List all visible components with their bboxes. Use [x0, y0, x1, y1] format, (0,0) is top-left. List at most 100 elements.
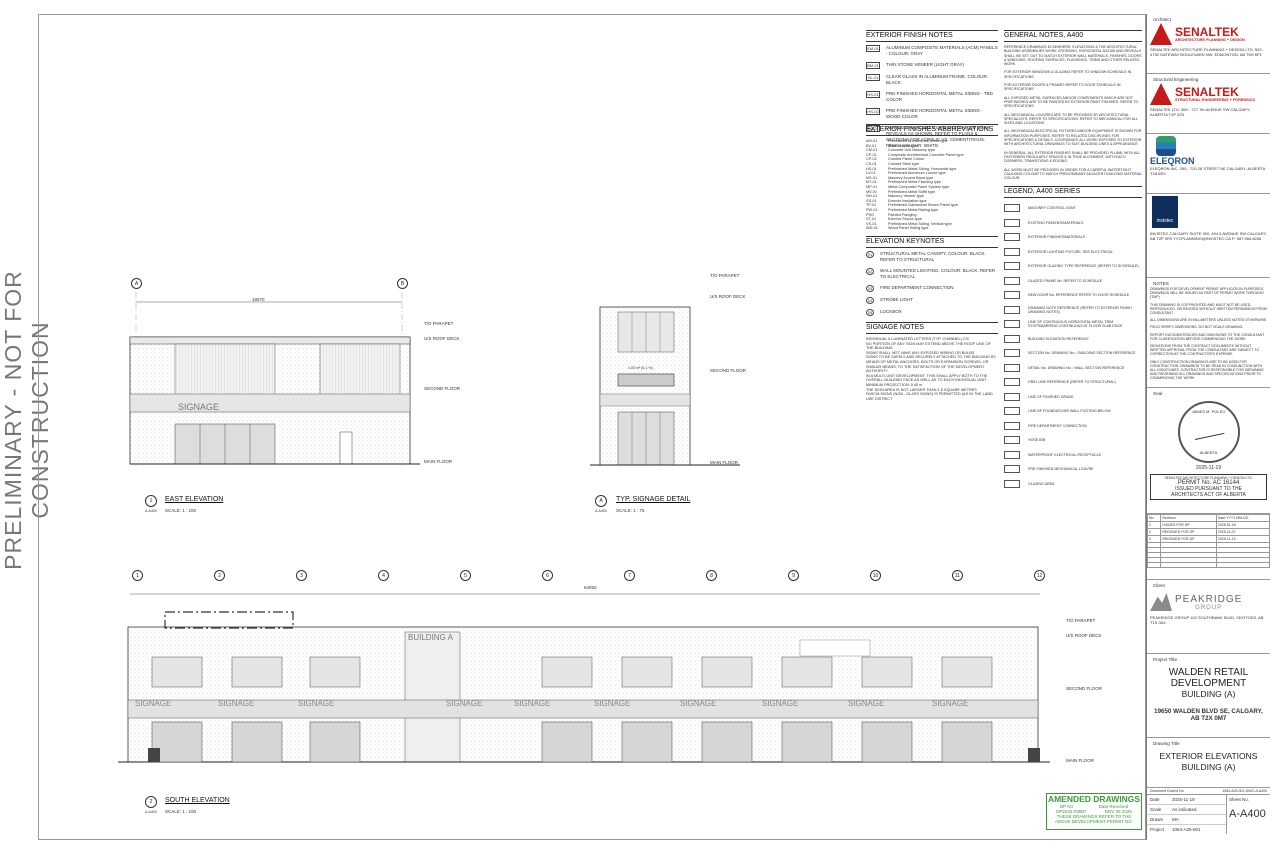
legend-row: FIRE DEPARTMENT CONNECTION: [1004, 419, 1142, 434]
finish-tag: EM-01: [866, 45, 880, 52]
south-storefront: [941, 721, 993, 763]
finish-tag: HS-02: [866, 108, 880, 115]
amended-drawings-stamp: AMENDED DRAWINGS DP No Date Received DP2…: [1046, 793, 1142, 830]
general-note: IN GENERAL, ALL EXTERIOR FINISHES SHALL …: [1004, 150, 1141, 164]
revision-cell: 3: [1146, 535, 1162, 543]
client-logo-sub: GROUP: [1195, 604, 1223, 611]
legend: LEGEND, A400 SERIES MASONRY CONTROL JOIN…: [1004, 186, 1142, 491]
general-notes-list: REFERENCE DRAWINGS ELSEWHERE: ELEVATIONS…: [1004, 45, 1142, 180]
tb-note: FIELD VERIFY DIMENSIONS. DO NOT SCALE DR…: [1150, 325, 1244, 330]
abbreviation-text: Masonry Veneer type: [888, 194, 924, 199]
tb-notes-list: DRAWINGS FOR DEVELOPMENT PERMIT APPLICAT…: [1150, 287, 1267, 381]
south-upper-window: [309, 656, 361, 688]
abbreviation-text: Prefinished Metal Siding, Vertical type: [888, 221, 952, 226]
abbreviation-text: Colored Steel type: [888, 161, 920, 166]
abbreviation-text: Masonry Accent Band type: [888, 175, 934, 180]
finish-note-row: HS-02 PRE-FINISHED HORIZONTAL METAL SIDIN…: [866, 108, 998, 120]
legend-row: BUILDING ELEVATION REFERENCE: [1004, 332, 1142, 347]
abbreviation-code: VS-01: [866, 221, 877, 226]
amended-title: AMENDED DRAWINGS: [1047, 794, 1141, 804]
abbreviation-code: MS-01: [866, 175, 878, 180]
abbreviation-text: Prefinished Aluminum Louvre type: [888, 171, 946, 176]
abbreviation-row: VS-01 Prefinished Metal Siding, Vertical …: [866, 222, 998, 227]
finish-note-text: CLEAR GLASS IN ALUMINUM FRAME, COLOUR: B…: [886, 74, 989, 85]
drawing-subtitle: BUILDING (A): [1181, 762, 1236, 772]
abbreviation-code: CS-01: [866, 161, 877, 166]
project-address: 19650 WALDEN BLVD SE, CALGARY, AB T2X 0M…: [1154, 708, 1263, 722]
doc-control-label: Document Control No.: [1150, 789, 1185, 793]
legend-text: GLAZED FRAME No. REFER TO SCHEDULE: [1028, 278, 1103, 283]
detail-level-second: SECOND FLOOR: [710, 368, 747, 373]
finish-note-text: PRE-FINISHED HORIZONTAL METAL SIDING - T…: [886, 91, 993, 102]
abbreviation-text: Composite Architectural Concrete Panel t…: [888, 152, 964, 157]
legend-text: SECTION No. DRAWING No. / BUILDING SECTI…: [1028, 351, 1136, 356]
finish-note-text: PRE-FINISHED HORIZONTAL METAL SIDING - W…: [886, 108, 983, 119]
legend-text: WATERPROOF ELECTRICAL RECEPTACLE: [1028, 452, 1102, 457]
revision-empty-cell: [1160, 562, 1217, 568]
legend-text: GLAZING AREA: [1028, 481, 1055, 486]
abbreviation-code: WD-01: [866, 226, 878, 231]
finish-note-text: ALUMINUM COMPOSITE MATERIALS (ACM) PANEL…: [886, 45, 998, 56]
tb-note: REPORT INCONSISTENCIES AND OMISSIONS TO …: [1150, 332, 1265, 341]
amended-date: NOV 25 2025: [1104, 809, 1132, 814]
abbreviation-text: Concrete Unit Masonry type: [888, 148, 936, 153]
south-level-parapet: T/O PARAPET: [1066, 618, 1096, 623]
legend-row: DETAIL No. DRAWING No. / WALL SECTION RE…: [1004, 361, 1142, 376]
keynote-tag: 03: [866, 285, 874, 292]
detail-level-main: MAIN FLOOR: [710, 460, 739, 465]
legend-text: GRID LINE REFERENCE (REFER TO STRUCTURAL…: [1028, 380, 1116, 385]
client-address: PEAKRIDGE GROUP 102 SOUTHBANK BLVD, OKOT…: [1150, 615, 1264, 625]
finish-tag: HS-01: [866, 91, 880, 98]
revision-cell: REISSUED FOR DP: [1160, 528, 1217, 536]
legend-row: SECTION No. DRAWING No. / BUILDING SECTI…: [1004, 346, 1142, 361]
peakridge-mountain-icon: [1150, 593, 1172, 611]
project-label: Project Title: [1153, 657, 1177, 662]
detail-level-parapet: T/O PARAPET: [710, 273, 740, 278]
south-building-label: BUILDING A: [408, 633, 453, 642]
sheet-number: A-A400: [1229, 808, 1266, 820]
abbreviation-code: CP-02: [866, 157, 877, 162]
revision-cell: 2025-11-19: [1215, 535, 1271, 543]
invistec-logo: invistec: [1152, 196, 1178, 228]
legend-symbol-icon: [1004, 479, 1020, 488]
abbreviation-code: CM-01: [866, 148, 878, 153]
finish-tag: SM-01: [866, 125, 880, 132]
signage-note: IN A MULTI-UNIT DEVELOPMENT, THIS SHALL …: [866, 373, 988, 383]
legend-row: EXTERIOR FINISHES/MATERIALS: [1004, 230, 1142, 245]
south-signage-label: SIGNAGE: [762, 699, 799, 708]
east-signage-label: SIGNAGE: [178, 402, 220, 412]
client-logo-text: PEAKRIDGE: [1175, 593, 1243, 605]
scale-label: Scale: [1150, 807, 1162, 812]
south-grid-bubble: 1: [132, 570, 143, 581]
senaltek-structural-logo-icon: [1150, 83, 1172, 105]
detail-view-number: A: [595, 495, 607, 507]
keynote-text: STRUCTURAL METAL CANOPY, COLOUR: BLACK. …: [880, 251, 986, 262]
east-view-number: 1: [145, 495, 157, 507]
legend-text: DRAWING NOTE REFERENCE (REFER TO EXTERIO…: [1028, 305, 1132, 314]
south-elevation-drawing: [118, 593, 1050, 763]
keynote-tag: 02: [866, 268, 874, 275]
signage-detail-scale: SCALE: 1 : 75: [616, 508, 645, 513]
project-no-value: 1084-A25-001: [1172, 827, 1201, 832]
keynote-tag: 05: [866, 309, 874, 316]
abbreviation-text: Prefinished Metal Flashing type: [888, 180, 941, 185]
abbreviation-code: PW-01: [866, 207, 878, 212]
abbreviation-text: Exterior Insulation type: [888, 198, 927, 203]
south-level-second: SECOND FLOOR: [1066, 686, 1103, 691]
legend-text: LINE OF FINISHED GRADE: [1028, 394, 1074, 399]
preliminary-stamp: PRELIMINARY - NOT FOR CONSTRUCTION: [0, 270, 53, 570]
structural-logo-sub: STRUCTURAL ENGINEERING + FORENSICS: [1175, 98, 1255, 102]
revision-cell: 2025-01-04: [1215, 521, 1271, 529]
abbreviation-code: MT-01: [866, 180, 877, 185]
